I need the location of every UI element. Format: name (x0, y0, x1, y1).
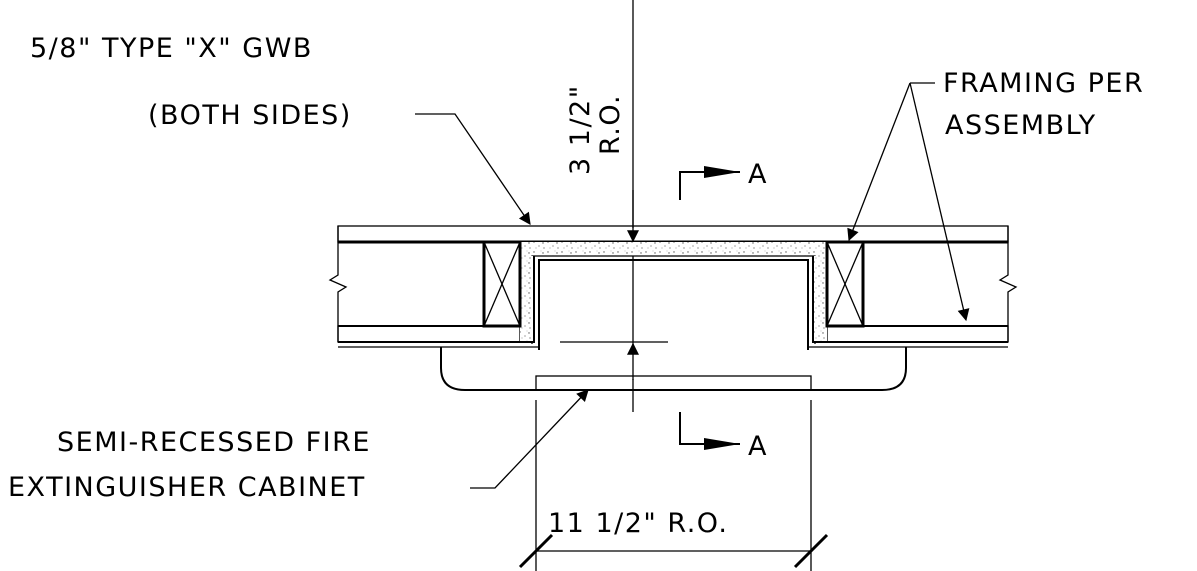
cabinet-trim (440, 347, 907, 391)
cabinet-label-line1: SEMI-RECESSED FIRE (57, 427, 371, 458)
gwb-top-layer (337, 225, 1009, 244)
gwb-label-line1: 5/8" TYPE "X" GWB (30, 33, 313, 64)
leader-framing (847, 82, 970, 322)
depth-dimension (560, 190, 668, 380)
section-marker-bottom (679, 412, 740, 450)
gwb-label-line2: (BOTH SIDES) (148, 100, 352, 131)
leader-cabinet (470, 389, 589, 489)
stud-right (825, 240, 865, 328)
section-label-top: A (748, 159, 768, 190)
framing-label-line1: FRAMING PER (943, 68, 1144, 99)
gwb-bottom-right (808, 256, 1009, 348)
wall-break-right (998, 226, 1018, 342)
wall-break-left (328, 226, 348, 342)
depth-dimension-text: 3 1/2" R.O. (565, 84, 626, 175)
depth-dimension-line1: 3 1/2" (565, 84, 596, 175)
leader-gwb (415, 113, 531, 225)
gwb-inner-top-layer (520, 242, 827, 350)
width-dimension-text: 11 1/2" R.O. (548, 508, 729, 539)
depth-dimension-line2: R.O. (595, 94, 626, 155)
width-dimension (518, 400, 829, 571)
framing-label-line2: ASSEMBLY (945, 110, 1097, 141)
section-label-bottom: A (748, 431, 768, 462)
stud-left (482, 240, 522, 328)
section-marker-top (679, 166, 740, 200)
cabinet-label-line2: EXTINGUISHER CABINET (8, 472, 366, 503)
